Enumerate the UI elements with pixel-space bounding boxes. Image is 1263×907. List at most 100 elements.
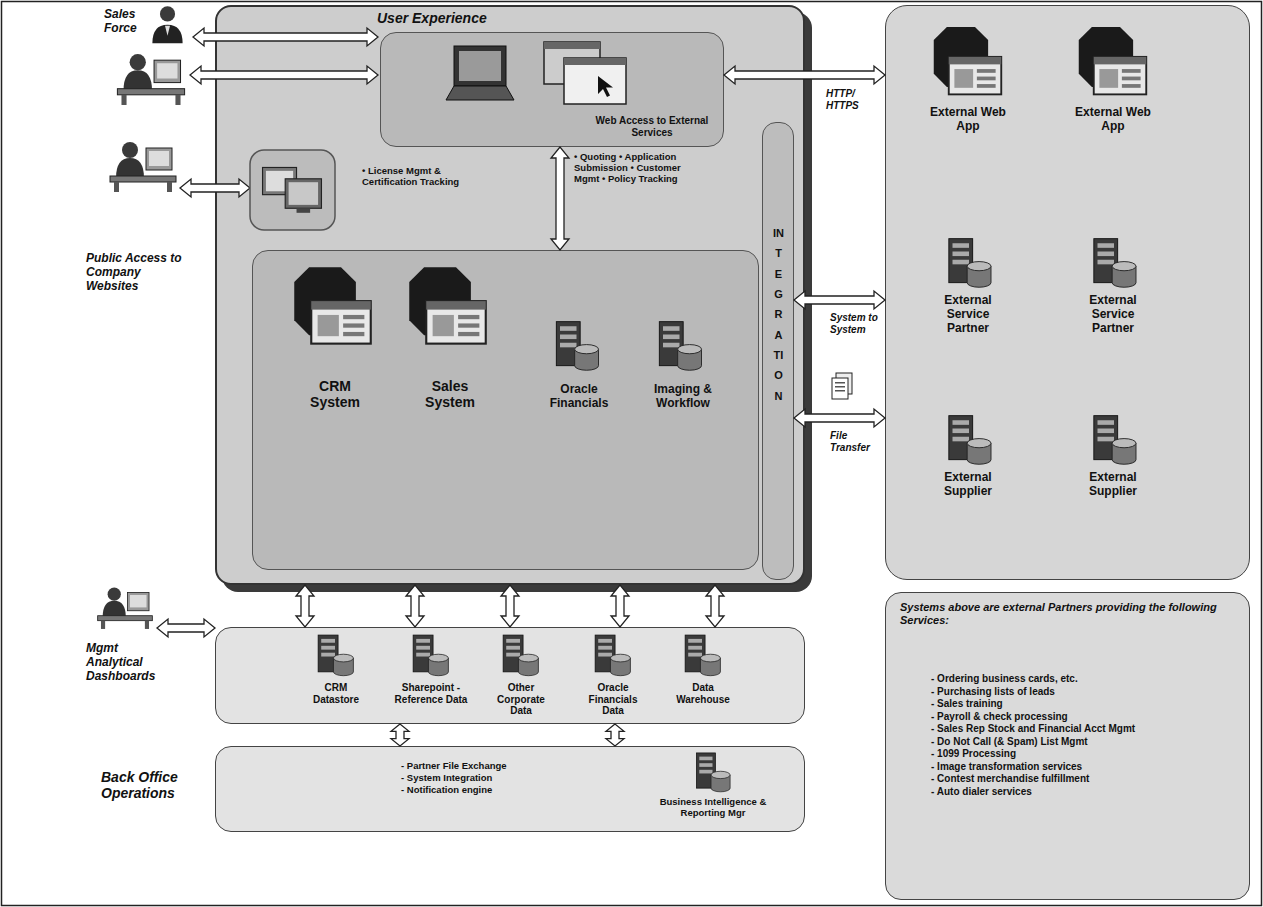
box-text-slot: - Sales Rep Stock and Financial Acct Mgm… (931, 723, 1231, 735)
box-text-slot: - Purchasing lists of leads (931, 686, 1231, 698)
website-box (250, 150, 335, 230)
box-text: External Service Partner (1074, 294, 1152, 335)
box-title-slot: CRM Datastore (305, 682, 367, 705)
box-text: Oracle Financials Data (578, 682, 648, 717)
datastore-band: CRM Datastore Sharepoint - Reference Data… (215, 627, 805, 724)
web-access-box: Web Access to External Services (380, 32, 724, 147)
box-text-slot: - Notification engine (401, 785, 581, 796)
box-text-slot: - Contest merchandise fulfillment (931, 773, 1231, 785)
box-title: Back Office Operations (101, 769, 206, 801)
access-arrow (190, 66, 378, 84)
public-user-icon (110, 142, 176, 192)
box-text-slot: - Sales training (931, 698, 1231, 710)
box-text-slot: - System Integration (401, 773, 581, 784)
datastore-icon (318, 635, 353, 676)
box-text-slot: - Image transformation services (931, 761, 1231, 773)
box-text-slot: Other Corporate Data (490, 682, 552, 717)
laptop-icon (446, 46, 514, 100)
box-title: CRM System (304, 378, 366, 410)
access-arrow (157, 619, 215, 637)
box-text-slot: - Ordering business cards, etc. (931, 673, 1231, 685)
server-icon (1094, 239, 1136, 288)
box-text: External Supplier (1074, 471, 1152, 499)
box-title: INTEGRATION (773, 223, 784, 406)
box-text-slot: Sales System (419, 378, 481, 410)
connector-label: HTTP/ HTTPS (826, 88, 876, 111)
box-title: Web Access to External Services (586, 115, 718, 138)
server-icon (949, 416, 991, 465)
box-text-slot: - Partner File Exchange (401, 761, 581, 772)
connector-label-slot: • Quoting • Application Submission • Cus… (574, 152, 699, 185)
box-text: External Service Partner (929, 294, 1007, 335)
box-text-slot: External Service Partner (929, 294, 1007, 335)
box-title-slot: Back Office Operations (101, 769, 206, 801)
box-text: - Sales Rep Stock and Financial Acct Mgm… (931, 723, 1231, 735)
datastore-icon (595, 635, 630, 676)
box-text: - Auto dialer services (931, 786, 1231, 798)
back-office-band: Back Office Operations- Partner File Exc… (215, 746, 805, 832)
box-text-slot: - 1099 Processing (931, 748, 1231, 760)
box-title-slot: External Web App (929, 106, 1007, 134)
box-text-slot: External Web App (1074, 106, 1152, 134)
box-text-slot: Sharepoint - Reference Data (388, 682, 474, 705)
connector-arrow (551, 147, 569, 250)
connector-arrow (606, 724, 624, 746)
box-text: External Supplier (929, 471, 1007, 499)
connector-label: File Transfer (830, 430, 878, 453)
app-icon (1079, 27, 1147, 95)
box-text: - Ordering business cards, etc. (931, 673, 1231, 685)
server-icon (949, 239, 991, 288)
box-text-slot: Business Intelligence & Reporting Mgr (658, 797, 768, 819)
box-text: - Purchasing lists of leads (931, 686, 1231, 698)
box-text-slot: External Supplier (929, 471, 1007, 499)
box-text: Sharepoint - Reference Data (388, 682, 474, 705)
datastore-icon (685, 635, 720, 676)
box-text: - Do Not Call (& Spam) List Mgmt (931, 736, 1231, 748)
box-text: - Image transformation services (931, 761, 1231, 773)
access-arrow (180, 179, 250, 197)
server-icon (1094, 416, 1136, 465)
external-partners-box: External Web App External Web AppExternal… (885, 5, 1250, 580)
datastore-icon (413, 635, 448, 676)
box-text-slot: External Supplier (1074, 471, 1152, 499)
connector-arrow (406, 585, 424, 627)
server-icon (556, 322, 598, 371)
annotation-label-slot: Public Access to Company Websites (86, 252, 186, 293)
box-title-slot: Systems above are external Partners prov… (900, 601, 1230, 626)
connector-arrow (794, 409, 885, 427)
integration-bar: INTEGRATION (762, 122, 794, 580)
app-icon (294, 267, 371, 344)
annotation-label: Sales Force (104, 8, 146, 36)
server-icon (659, 322, 701, 371)
app-icon (934, 27, 1002, 95)
app-icon (409, 267, 486, 344)
connector-label-slot: HTTP/ HTTPS (826, 88, 876, 111)
box-title: External Web App (929, 106, 1007, 134)
box-text: - Contest merchandise fulfillment (931, 773, 1231, 785)
connector-label: • Quoting • Application Submission • Cus… (574, 152, 699, 185)
box-text: - System Integration (401, 773, 581, 784)
box-title-slot: User Experience (377, 10, 597, 26)
box-text-slot: - Payroll & check processing (931, 711, 1231, 723)
annotation-label-slot: • License Mgmt & Certification Tracking (362, 166, 472, 188)
manager-icon (98, 588, 153, 629)
box-text: Data Warehouse (668, 682, 738, 705)
box-text: Oracle Financials (544, 383, 614, 411)
box-text-slot: Oracle Financials Data (578, 682, 648, 717)
connector-arrow (296, 585, 314, 627)
box-text: External Web App (1074, 106, 1152, 134)
box-title: CRM Datastore (305, 682, 367, 705)
connector-arrow (501, 585, 519, 627)
box-title-slot: INTEGRATION (773, 223, 785, 406)
systems-box: CRM SystemSales SystemOracle FinancialsI… (252, 250, 759, 570)
box-text: - 1099 Processing (931, 748, 1231, 760)
services-note: Systems above are external Partners prov… (885, 592, 1250, 900)
annotation-label-slot: Sales Force (104, 8, 146, 36)
box-text: Other Corporate Data (490, 682, 552, 717)
box-text: - Sales training (931, 698, 1231, 710)
browser-icon (544, 42, 626, 104)
annotation-label-slot: Mgmt Analytical Dashboards (86, 642, 176, 683)
document-icon (832, 373, 852, 399)
connector-label-slot: File Transfer (830, 430, 878, 453)
